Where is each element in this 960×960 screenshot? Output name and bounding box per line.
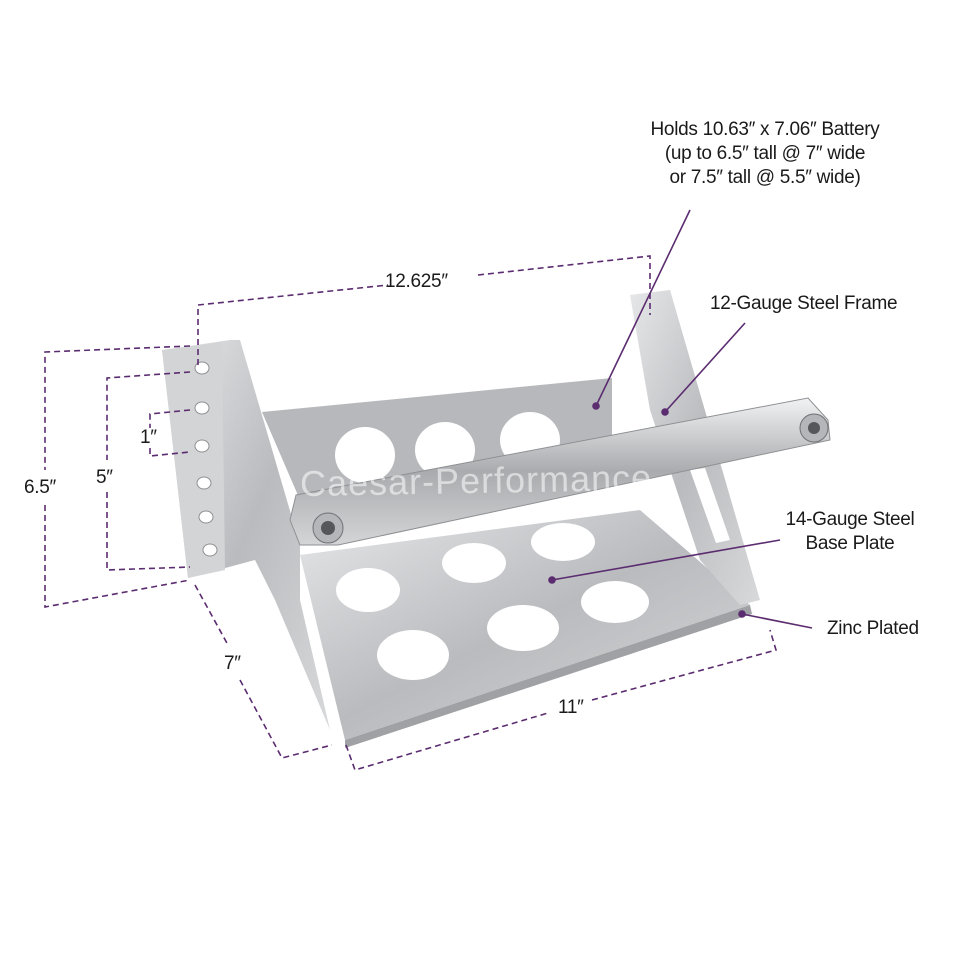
base-lip [345,605,752,748]
dim-line-7-lower [239,679,333,759]
left-mount-plate [162,342,225,578]
dim-line-12625 [197,284,389,365]
callout-base-line: Base Plate [805,533,895,554]
right-slot [690,468,730,543]
callout-battery-line: or 7.5″ tall @ 5.5″ wide) [669,167,861,188]
dim-line-11-right [591,629,778,701]
callout-battery-line: Holds 10.63″ x 7.06″ Battery [650,119,880,140]
hold-down-bar [289,397,831,546]
dim-line-1 [149,409,191,428]
dim-line-11 [345,712,549,771]
dim-line-65 [44,345,191,470]
dim-line-65-lower [44,505,191,608]
bolt-icon [312,413,829,544]
dim-line-5-lower [106,492,191,571]
leader-lines [548,209,813,629]
dimension-lines [44,255,778,771]
dim-label-depth: 7″ [224,653,241,674]
dim-label-height: 6.5″ [24,477,56,498]
callout-battery-line: (up to 6.5″ tall @ 7″ wide [664,143,866,164]
callout-base-line: 14-Gauge Steel [785,509,915,530]
dim-line-5 [106,371,191,460]
dim-line-7 [194,584,229,646]
callout-base: 14-Gauge Steel Base Plate [770,508,930,556]
watermark: Caesar-Performance [299,456,653,505]
dim-label-length: 12.625″ [385,271,448,292]
callout-finish: Zinc Plated [827,618,919,639]
base-plate-holes [336,523,649,680]
callout-frame: 12-Gauge Steel Frame [710,293,898,314]
dim-line-12625-right [477,255,651,315]
dim-line-1-lower [149,448,191,457]
dim-label-hole-span: 5″ [96,467,113,488]
dim-label-hole-spacing: 1″ [140,427,157,448]
dim-label-base-length: 11″ [558,697,584,718]
callout-battery: Holds 10.63″ x 7.06″ Battery (up to 6.5″… [610,118,920,190]
